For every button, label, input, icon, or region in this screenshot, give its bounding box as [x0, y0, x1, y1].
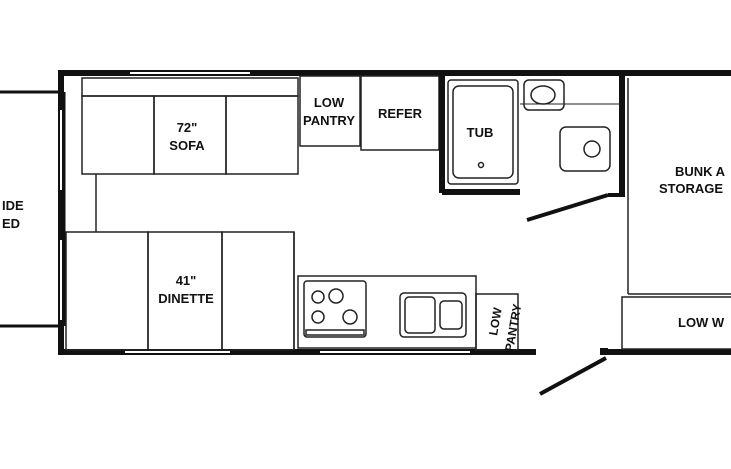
bathroom-door: [526, 193, 609, 222]
tub: [447, 79, 519, 185]
dinette-label: DINETTE: [158, 291, 214, 306]
slide-bed-label-line1: IDE: [2, 198, 24, 213]
bunk-label-line1: BUNK A: [675, 164, 726, 179]
low-wardrobe: [621, 296, 731, 350]
windows: [60, 72, 470, 353]
bunk-storage: [627, 78, 731, 295]
bathroom-walls: [439, 73, 625, 197]
low-pantry-top-line2: PANTRY: [303, 113, 355, 128]
dinette: [65, 174, 295, 351]
sofa-label: SOFA: [169, 138, 205, 153]
low-pantry-top-line1: LOW: [314, 95, 345, 110]
sofa-size-label: 72": [177, 120, 198, 135]
entry-door: [539, 348, 608, 396]
low-pantry-bottom-line1: LOW: [486, 306, 505, 337]
low-pantry-bottom: [475, 293, 519, 351]
toilet: [523, 79, 565, 111]
kitchen-sink: [399, 292, 467, 338]
low-w-label: LOW W: [678, 315, 725, 330]
low-pantry-top: [299, 75, 361, 147]
bathroom-sink: [559, 126, 611, 172]
refer-label: REFER: [378, 106, 423, 121]
slide-bed-label-line2: ED: [2, 216, 20, 231]
dinette-size-label: 41": [176, 273, 197, 288]
stove: [303, 280, 367, 338]
low-pantry-bottom-line2: PANTRY: [502, 303, 524, 353]
tub-label: TUB: [467, 125, 494, 140]
bunk-label-line2: STORAGE: [659, 181, 723, 196]
sofa: [81, 77, 299, 175]
